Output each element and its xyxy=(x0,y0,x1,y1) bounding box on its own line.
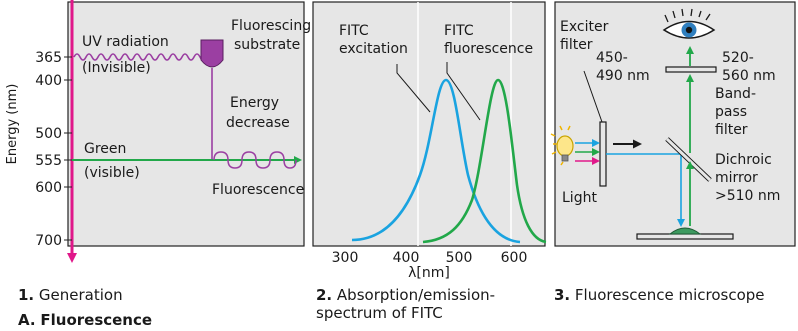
x-axis-label: λ[nm] xyxy=(408,265,450,281)
caption-2: 2. Absorption/emission- spectrum of FITC xyxy=(316,286,495,322)
energy-axis-label: Energy (nm) xyxy=(5,84,20,165)
dichroic-label-line2: mirror xyxy=(715,170,758,186)
fluorescence-label-line2: fluorescence xyxy=(444,41,533,57)
panel-microscope: Exciter filter 450- 490 nm 520- 560 nm B… xyxy=(550,1,796,247)
x-tick-300: 300 xyxy=(332,250,359,266)
substrate-bucket xyxy=(200,39,224,68)
dichroic-label-line1: Dichroic xyxy=(715,152,772,168)
light-label: Light xyxy=(562,190,597,206)
caption-2-text-line1: Absorption/emission- xyxy=(336,286,496,304)
tick-label-400: 400 xyxy=(35,73,62,89)
fluorescence-leader xyxy=(446,62,481,121)
fluorescence-curve xyxy=(422,78,547,244)
caption-2-number: 2. xyxy=(316,286,333,304)
panel2-background xyxy=(312,1,546,247)
caption-1: 1. Generation xyxy=(18,286,123,304)
caption-2-text-line2: spectrum of FITC xyxy=(316,304,443,322)
fluorescence-wave xyxy=(213,151,297,169)
x-tick-400: 400 xyxy=(393,250,420,266)
dichroic-label-line3: >510 nm xyxy=(715,188,780,204)
energy-label-line2: decrease xyxy=(226,115,290,131)
x-tick-500: 500 xyxy=(446,250,473,266)
eye-icon xyxy=(662,8,716,39)
substrate-label-line2: substrate xyxy=(234,37,300,53)
bandpass-label-line3: filter xyxy=(715,122,748,138)
substrate-label-line1: Fluorescing xyxy=(231,18,311,34)
range2-label-line2: 560 nm xyxy=(722,68,776,84)
range1-label-line1: 450- xyxy=(596,50,628,66)
excitation-label-line1: FITC xyxy=(339,23,369,39)
fluorescence-label: Fluorescence xyxy=(212,182,304,198)
specimen-sample xyxy=(668,227,702,235)
panel-spectrum: FITC excitation FITC fluorescence 300 40… xyxy=(312,1,547,281)
panel3-background xyxy=(554,1,796,247)
uv-wave xyxy=(73,53,207,61)
bandpass-label-line2: pass xyxy=(715,104,747,120)
uv-label-line2: (Invisible) xyxy=(82,60,151,76)
dichroic-mirror-fill xyxy=(665,137,712,182)
excitation-label-line2: excitation xyxy=(339,41,408,57)
exciter-label-line1: Exciter xyxy=(560,19,609,35)
tick-label-555: 555 xyxy=(35,153,62,169)
caption-3: 3. Fluorescence microscope xyxy=(554,286,765,304)
bandpass-filter-plate xyxy=(665,66,717,73)
specimen-slide xyxy=(636,233,734,240)
excitation-curve xyxy=(351,78,521,244)
tick-label-700: 700 xyxy=(35,233,62,249)
exciter-filter-plate xyxy=(599,121,607,187)
caption-1-number: 1. xyxy=(18,286,35,304)
figure-title-text: Fluorescence xyxy=(40,311,153,329)
energy-ticks: 365 400 500 555 600 700 xyxy=(35,50,72,249)
fluorescence-label-line1: FITC xyxy=(444,23,474,39)
panel-generation: Energy (nm) 365 400 500 555 600 700 UV r… xyxy=(5,0,311,263)
panel1-background xyxy=(67,1,305,247)
green-label-line2: (visible) xyxy=(84,165,140,181)
bandpass-label-line1: Band- xyxy=(715,86,756,102)
tick-label-365: 365 xyxy=(35,50,62,66)
figure-title-letter: A. xyxy=(18,311,36,329)
caption-1-text: Generation xyxy=(38,286,123,304)
tick-label-600: 600 xyxy=(35,180,62,196)
figure-title: A. Fluorescence xyxy=(18,311,152,329)
excitation-leader xyxy=(396,64,431,113)
x-tick-600: 600 xyxy=(501,250,528,266)
caption-3-number: 3. xyxy=(554,286,571,304)
range1-label-line2: 490 nm xyxy=(596,68,650,84)
range2-label-line1: 520- xyxy=(722,50,754,66)
energy-label-line1: Energy xyxy=(230,95,279,111)
exciter-filter-leader xyxy=(583,70,603,123)
uv-label-line1: UV radiation xyxy=(82,34,169,50)
exciter-label-line2: filter xyxy=(560,37,593,53)
caption-3-text: Fluorescence microscope xyxy=(574,286,765,304)
green-label-line1: Green xyxy=(84,141,126,157)
tick-label-500: 500 xyxy=(35,126,62,142)
light-bulb-icon xyxy=(550,125,574,166)
